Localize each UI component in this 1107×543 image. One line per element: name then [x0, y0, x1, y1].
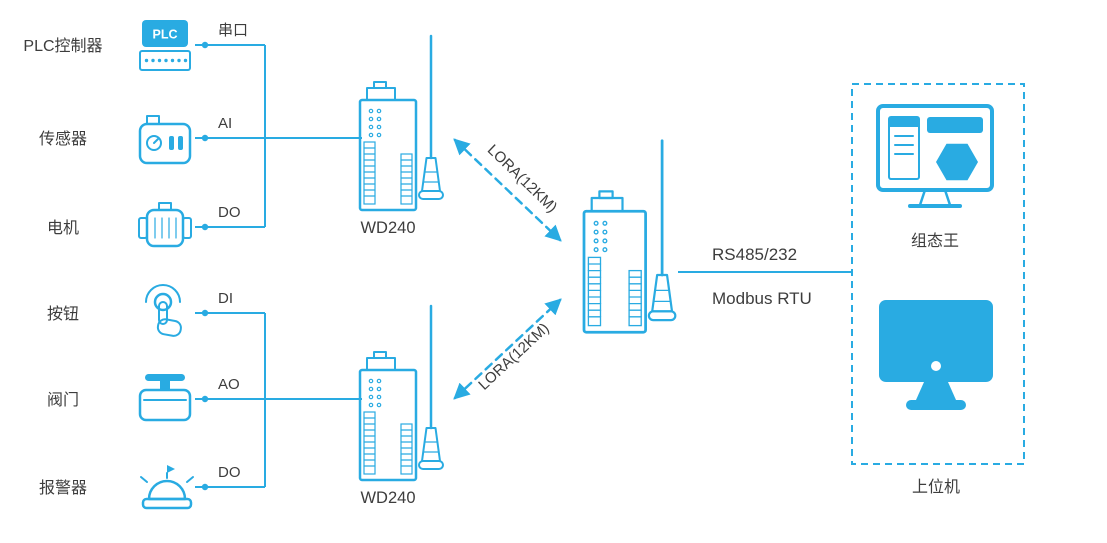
- gateway-top-label: WD240: [360, 219, 415, 237]
- device-label-plc: PLC控制器: [23, 37, 102, 55]
- scada-monitor-icon: [876, 104, 994, 208]
- lora-module-icon-master: [582, 139, 677, 334]
- protocol-label-rs485: RS485/232: [712, 245, 797, 264]
- scada-label: 组态王: [911, 232, 959, 250]
- host-pc-icon: [879, 300, 993, 410]
- alarm-icon: [140, 465, 194, 510]
- gateway-bottom-label: WD240: [360, 489, 415, 507]
- lora-link-bottom-arrow: [453, 298, 562, 400]
- motor-icon: [138, 202, 192, 248]
- junction-dot: [201, 41, 209, 49]
- port-label-serial: 串口: [218, 22, 248, 39]
- field-wiring: [195, 41, 362, 491]
- protocol-label-modbus: Modbus RTU: [712, 289, 812, 308]
- junction-dot: [201, 309, 209, 317]
- junction-dot: [201, 223, 209, 231]
- junction-dot: [201, 134, 209, 142]
- device-label-alarm: 报警器: [39, 479, 87, 497]
- host-group-box: [851, 83, 1025, 465]
- junction-dot: [201, 483, 209, 491]
- lora-module-icon-gateway-top: [358, 34, 445, 212]
- port-label-do-top: DO: [218, 204, 241, 221]
- host-pc-label: 上位机: [912, 478, 960, 496]
- lora-module-icon-gateway-bottom: [358, 304, 445, 482]
- device-label-sensor: 传感器: [39, 130, 87, 148]
- port-label-di: DI: [218, 290, 233, 307]
- sensor-icon: [138, 115, 192, 165]
- lora-link-bottom-label: LORA(12KM): [475, 320, 552, 394]
- touch-button-icon: [145, 284, 182, 337]
- junction-dot: [201, 395, 209, 403]
- device-label-button: 按钮: [47, 305, 79, 323]
- plc-icon: PLC: [139, 20, 191, 71]
- plc-badge-text: PLC: [153, 28, 178, 42]
- valve-icon: [138, 374, 192, 422]
- port-label-ai: AI: [218, 115, 232, 132]
- device-label-motor: 电机: [47, 219, 79, 237]
- port-label-ao: AO: [218, 376, 240, 393]
- port-label-do-bottom: DO: [218, 464, 241, 481]
- lora-link-top-arrow: [453, 138, 562, 242]
- device-label-valve: 阀门: [47, 391, 79, 409]
